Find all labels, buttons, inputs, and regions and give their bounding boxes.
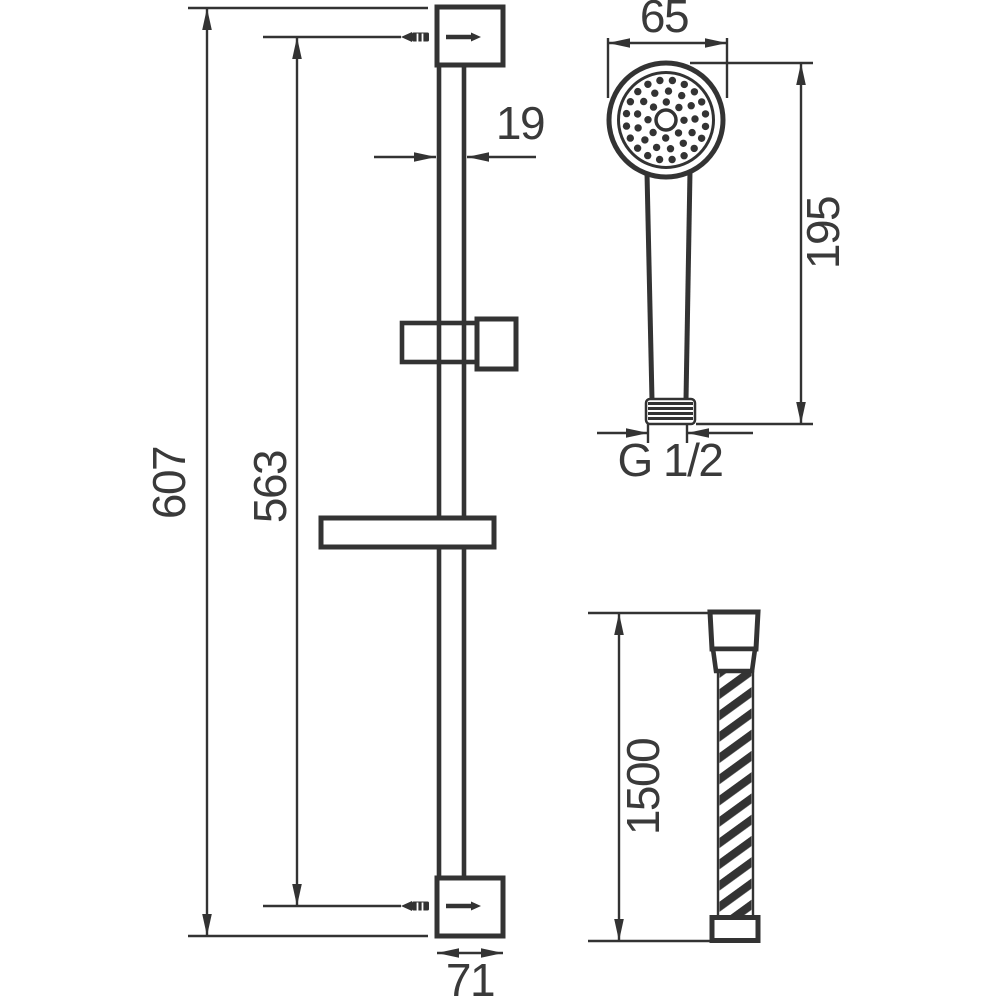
spray-dot bbox=[622, 109, 631, 118]
spray-dot bbox=[701, 110, 710, 118]
soap-dish bbox=[318, 515, 497, 550]
dim-thread-label: G 1/2 bbox=[617, 434, 722, 486]
spray-dot bbox=[666, 145, 675, 153]
spray-dot bbox=[697, 134, 706, 142]
dim-563-label: 563 bbox=[244, 451, 296, 523]
spray-dot bbox=[649, 128, 657, 137]
slider-knob bbox=[474, 316, 519, 372]
dim-607-label: 607 bbox=[143, 447, 195, 519]
spray-dot bbox=[662, 134, 670, 142]
top-screw-tip bbox=[471, 32, 481, 42]
spray-dot bbox=[691, 115, 699, 123]
spray-dot bbox=[690, 88, 699, 96]
handle-left-edge bbox=[644, 172, 655, 401]
spray-dot bbox=[626, 98, 635, 106]
hand-shower bbox=[606, 60, 726, 426]
spray-dot bbox=[633, 144, 642, 152]
spray-dot bbox=[680, 116, 688, 125]
spray-dot bbox=[679, 139, 687, 147]
spray-dot bbox=[651, 89, 659, 97]
spray-dot bbox=[690, 144, 698, 153]
spray-dot bbox=[674, 129, 683, 137]
spray-nozzle-dots bbox=[622, 76, 710, 164]
hose-top-collar bbox=[710, 646, 758, 674]
spray-dot bbox=[680, 80, 688, 89]
spray-dot bbox=[644, 80, 652, 89]
spray-dot bbox=[641, 136, 649, 144]
handle-right-edge bbox=[683, 170, 693, 401]
spray-dot bbox=[634, 87, 642, 96]
spray-dot bbox=[652, 143, 661, 152]
bottom-wall-plug-body-icon bbox=[412, 901, 429, 911]
shower-hose bbox=[707, 609, 761, 943]
bottom-screw-tip bbox=[471, 901, 481, 911]
spray-dot bbox=[655, 155, 664, 164]
dim-1500-label: 1500 bbox=[617, 739, 669, 835]
hand-shower-dimensions: 65 195 G 1/2 bbox=[597, 0, 849, 486]
spray-dot bbox=[680, 152, 688, 160]
spray-dot bbox=[687, 102, 695, 110]
spray-dot bbox=[701, 122, 710, 131]
dim-71-label: 71 bbox=[446, 954, 494, 1000]
spray-dot bbox=[678, 91, 686, 100]
spray-dot bbox=[668, 76, 677, 85]
spray-dot bbox=[649, 103, 658, 111]
shower-rail-assembly bbox=[318, 4, 519, 939]
spray-face-ring bbox=[617, 71, 715, 169]
spray-dot bbox=[675, 103, 683, 112]
spray-dot bbox=[640, 97, 648, 106]
spray-dot bbox=[662, 98, 670, 106]
hose-corrugation bbox=[719, 671, 752, 917]
dim-65-label: 65 bbox=[640, 0, 688, 42]
spray-dot bbox=[664, 87, 673, 95]
top-wall-plug-tip-icon bbox=[401, 32, 412, 42]
dim-195-label: 195 bbox=[797, 197, 849, 269]
spray-dot bbox=[634, 124, 642, 132]
top-wall-plug-body-icon bbox=[412, 32, 429, 42]
hose-top-nut bbox=[707, 609, 761, 652]
spray-dot bbox=[633, 110, 642, 118]
rail-dimensions: 607 563 19 71 bbox=[143, 6, 546, 1000]
hose-bottom-nut bbox=[709, 915, 761, 943]
hose-dimensions: 1500 bbox=[588, 611, 710, 943]
spray-dot bbox=[626, 134, 634, 142]
spray-dot bbox=[668, 155, 676, 164]
dim-19-label: 19 bbox=[496, 97, 544, 149]
spray-dot bbox=[698, 98, 706, 106]
center-nozzle-hole bbox=[654, 108, 678, 132]
spray-dot bbox=[656, 76, 664, 85]
spray-dot bbox=[644, 151, 652, 160]
spray-dot bbox=[644, 116, 652, 124]
spray-dot bbox=[688, 128, 696, 137]
spray-dot bbox=[622, 122, 631, 130]
bottom-wall-plug-tip-icon bbox=[401, 901, 412, 911]
